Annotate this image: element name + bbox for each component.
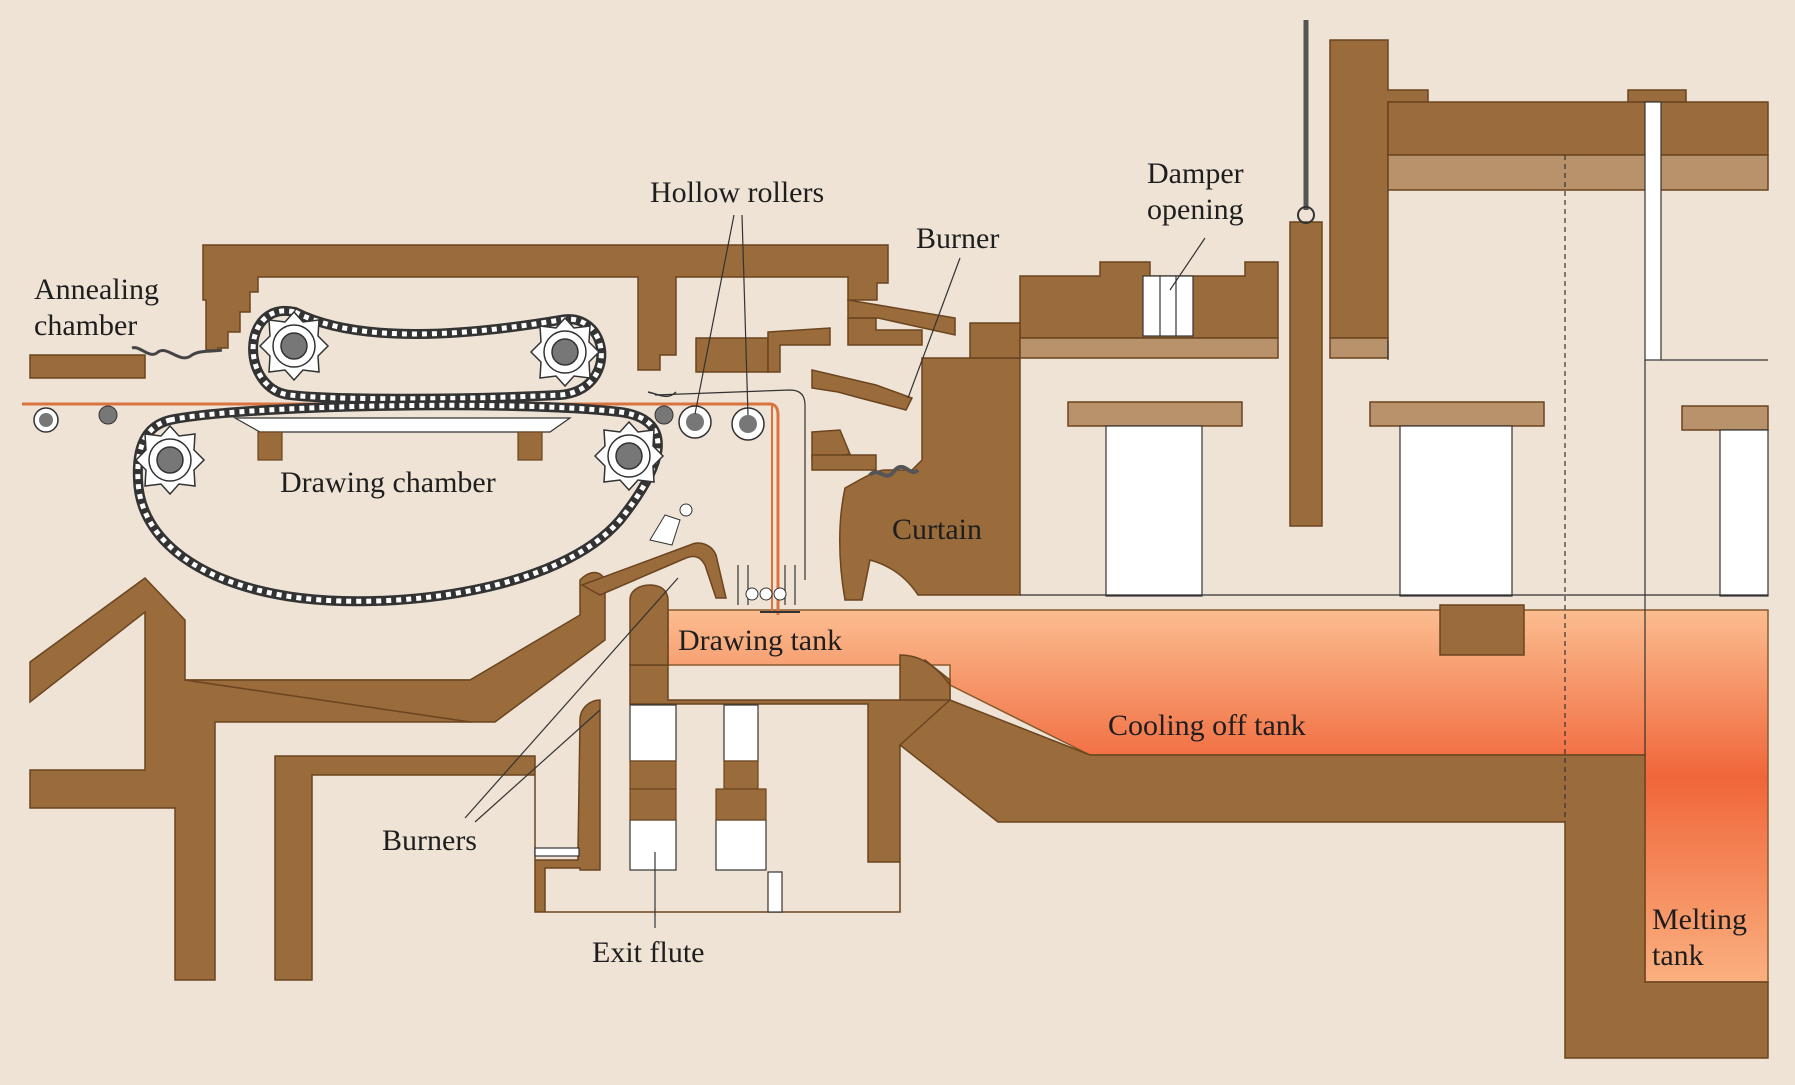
- counterweight-icon: [649, 514, 681, 546]
- roller-icon: [33, 405, 787, 601]
- label-line: opening: [1147, 193, 1244, 226]
- label-drawing-chamber: Drawing chamber: [280, 466, 496, 499]
- label-annealing-chamber: Annealing chamber: [34, 272, 159, 344]
- label-line: Damper: [1147, 157, 1244, 190]
- label-line: Melting: [1652, 903, 1747, 936]
- label-line: tank: [1652, 939, 1704, 972]
- gear-icon: [259, 311, 329, 381]
- gear-icon: [135, 425, 205, 495]
- label-drawing-tank: Drawing tank: [678, 624, 843, 657]
- label-burner: Burner: [916, 222, 1000, 255]
- curtain-hook: [868, 464, 920, 478]
- lower-belt: [132, 400, 663, 607]
- label-line: Annealing: [34, 273, 159, 306]
- label-hollow-rollers: Hollow rollers: [650, 176, 825, 209]
- label-burners: Burners: [382, 824, 477, 857]
- gear-icon: [594, 421, 664, 491]
- light-brickwork: [1019, 154, 1769, 431]
- label-line: chamber: [34, 309, 138, 342]
- gear-icon: [530, 317, 600, 387]
- shelf-legs: [257, 431, 543, 461]
- guide-rails: [131, 346, 806, 613]
- upper-belt: [248, 305, 607, 404]
- label-cooling-off-tank: Cooling off tank: [1108, 709, 1306, 742]
- openings: [534, 101, 1769, 913]
- brickwork: [29, 39, 1769, 1059]
- exit-flute-bricks: [629, 760, 767, 821]
- glass-sheet: [22, 402, 780, 615]
- label-damper-opening: Damper opening: [1147, 156, 1244, 228]
- label-melting-tank: Melting tank: [1652, 902, 1747, 974]
- outline-lines: [232, 20, 1768, 822]
- leader-lines: [464, 214, 1206, 928]
- label-exit-flute: Exit flute: [592, 936, 705, 969]
- label-curtain: Curtain: [892, 513, 982, 546]
